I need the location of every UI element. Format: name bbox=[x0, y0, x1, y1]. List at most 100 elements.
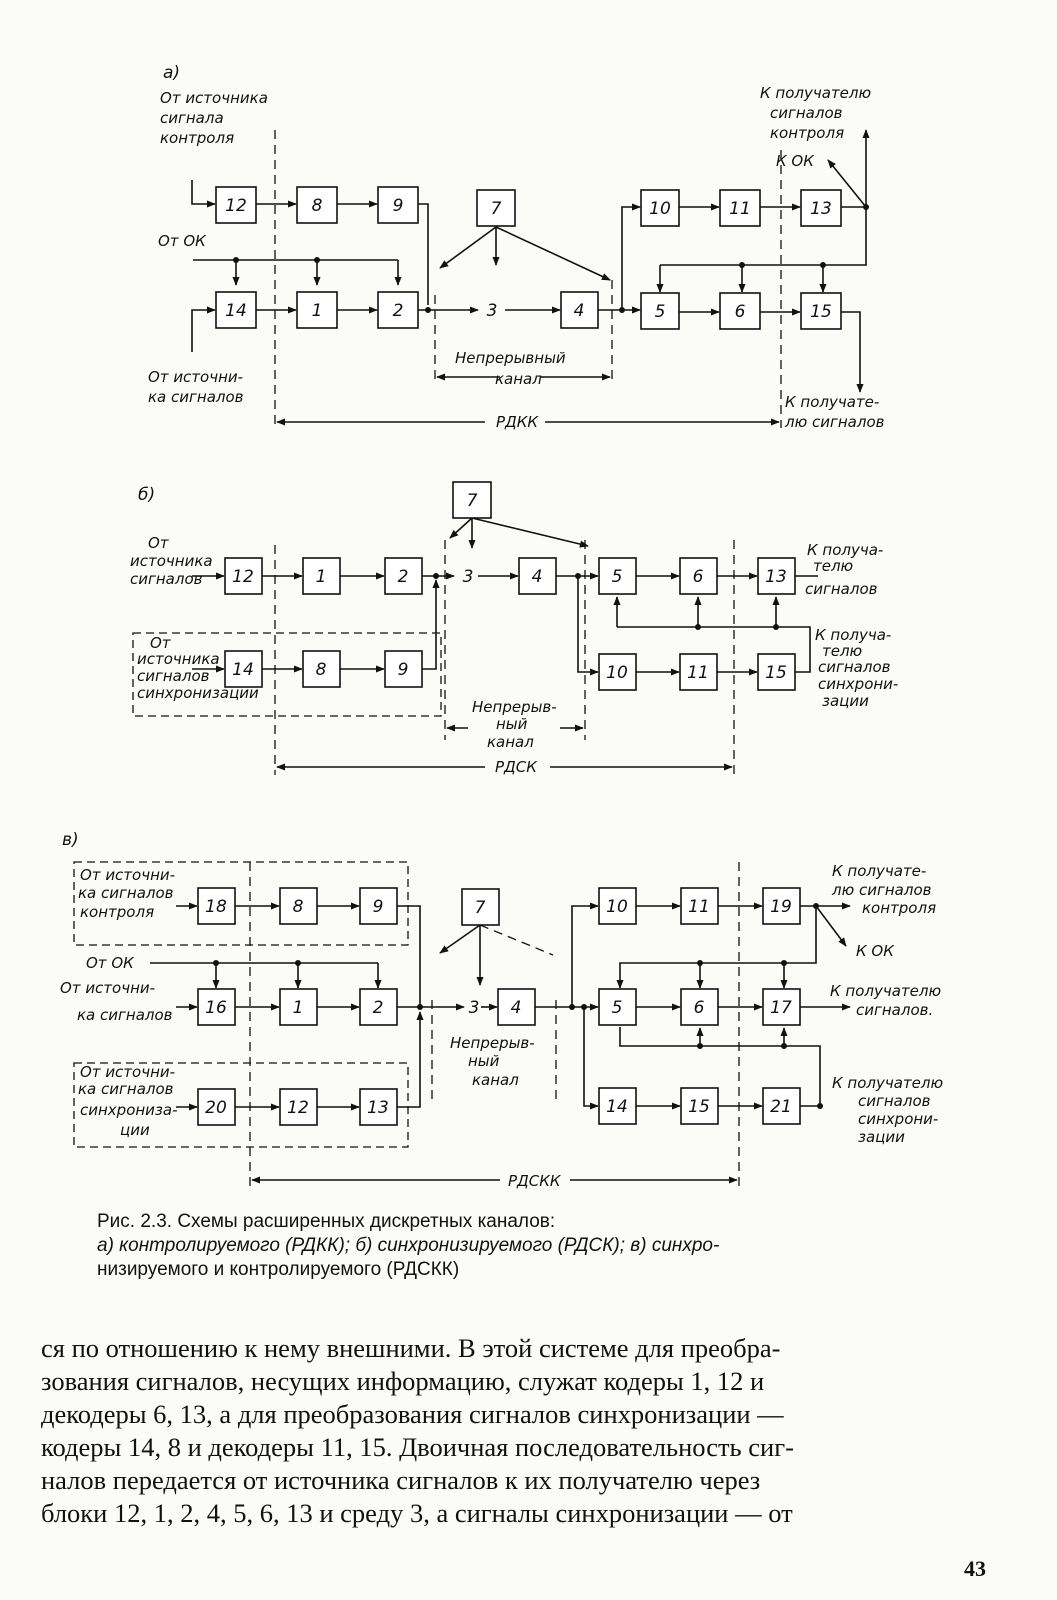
block-21 bbox=[762, 1087, 801, 1125]
svg-text:синхрони-: синхрони- bbox=[818, 675, 898, 693]
svg-text:ный: ный bbox=[496, 715, 528, 733]
channel-label: Непрерыв- bbox=[472, 698, 557, 716]
block-2 bbox=[384, 557, 423, 595]
svg-text:17: 17 bbox=[770, 998, 792, 1018]
svg-text:ка сигналов: ка сигналов bbox=[148, 388, 244, 406]
medium-3: 3 bbox=[469, 998, 480, 1018]
svg-text:контроля: контроля bbox=[80, 903, 154, 921]
block-6 bbox=[679, 557, 718, 595]
source-control-label: От источника bbox=[160, 89, 268, 107]
block-1 bbox=[302, 557, 341, 595]
svg-text:синхронизации: синхронизации bbox=[137, 684, 259, 702]
svg-text:10: 10 bbox=[606, 897, 628, 917]
block-9 bbox=[359, 887, 398, 925]
figure-2-3: а) От источника сигнала контроля От ОК О… bbox=[60, 63, 943, 1190]
svg-text:4: 4 bbox=[574, 301, 585, 321]
svg-text:8: 8 bbox=[293, 897, 304, 917]
source-sync-label: От bbox=[150, 634, 172, 652]
source-signals-label: От bbox=[148, 534, 170, 552]
svg-text:13: 13 bbox=[765, 567, 787, 587]
svg-text:2: 2 bbox=[398, 567, 409, 587]
svg-text:канал: канал bbox=[487, 733, 534, 751]
block-4 bbox=[497, 988, 536, 1026]
svg-text:2: 2 bbox=[373, 998, 384, 1018]
svg-text:синхрони-: синхрони- bbox=[858, 1110, 938, 1128]
svg-text:ка сигналов: ка сигналов bbox=[78, 1080, 174, 1098]
page-number: 43 bbox=[964, 1556, 986, 1581]
block-10 bbox=[640, 189, 680, 227]
svg-text:15: 15 bbox=[810, 302, 832, 322]
block-6 bbox=[719, 292, 761, 330]
block-12 bbox=[215, 186, 257, 224]
to-signals-label: К получателю bbox=[830, 982, 941, 1000]
source-signals-label: От источни- bbox=[148, 368, 243, 386]
block-7 bbox=[476, 189, 516, 227]
block-4 bbox=[518, 557, 557, 595]
svg-text:7: 7 bbox=[467, 491, 478, 511]
block-1 bbox=[279, 988, 318, 1026]
text-line: зования сигналов, несущих информацию, сл… bbox=[41, 1366, 765, 1396]
svg-text:сигнала: сигнала bbox=[160, 109, 224, 127]
svg-text:11: 11 bbox=[688, 897, 710, 917]
channel-label: Непрерывный bbox=[455, 349, 566, 367]
svg-text:1: 1 bbox=[293, 998, 304, 1018]
block-15 bbox=[800, 292, 842, 330]
block-8 bbox=[296, 186, 338, 224]
to-signals-label: К получате- bbox=[785, 393, 879, 411]
block-11 bbox=[679, 653, 718, 691]
block-11 bbox=[680, 887, 719, 925]
block-9 bbox=[377, 186, 419, 224]
diagram-a-label: а) bbox=[163, 63, 180, 83]
svg-text:синхронизa-: синхронизa- bbox=[80, 1101, 178, 1119]
svg-text:6: 6 bbox=[735, 302, 746, 322]
block-7 bbox=[461, 888, 500, 926]
diagram-b-label: б) bbox=[138, 485, 155, 505]
svg-text:13: 13 bbox=[810, 199, 832, 219]
svg-text:9: 9 bbox=[398, 660, 409, 680]
text-line: налов передается от источника сигналов к… bbox=[41, 1465, 761, 1495]
svg-text:10: 10 bbox=[649, 199, 671, 219]
svg-text:9: 9 bbox=[373, 897, 384, 917]
block-15 bbox=[757, 653, 796, 691]
svg-text:сигналов.: сигналов. bbox=[856, 1001, 933, 1019]
svg-text:5: 5 bbox=[612, 998, 623, 1018]
svg-text:сигналов: сигналов bbox=[770, 104, 843, 122]
block-5 bbox=[640, 292, 680, 330]
svg-text:ка сигналов: ка сигналов bbox=[78, 884, 174, 902]
source-control-label: От источни- bbox=[80, 866, 175, 884]
block-14 bbox=[598, 1087, 637, 1125]
svg-text:зации: зации bbox=[858, 1128, 905, 1146]
svg-text:14: 14 bbox=[606, 1097, 628, 1117]
svg-text:сигналов: сигналов bbox=[858, 1092, 931, 1110]
svg-text:телю: телю bbox=[813, 557, 853, 575]
to-sync-label: К получа- bbox=[815, 626, 891, 644]
svg-text:6: 6 bbox=[694, 998, 705, 1018]
to-sync-label: К получателю bbox=[832, 1074, 943, 1092]
svg-text:18: 18 bbox=[205, 897, 227, 917]
body-text: ся по отношению к нему внешними. В этой … bbox=[41, 1332, 991, 1530]
svg-text:12: 12 bbox=[225, 196, 247, 216]
svg-text:лю сигналов: лю сигналов bbox=[784, 413, 885, 431]
medium-3: 3 bbox=[463, 567, 474, 587]
source-sync-label: От источни- bbox=[80, 1063, 175, 1081]
svg-text:телю: телю bbox=[822, 642, 862, 660]
from-ok-label: От ОК bbox=[158, 232, 207, 250]
svg-text:21: 21 bbox=[770, 1097, 792, 1117]
from-ok-label: От ОК bbox=[86, 954, 135, 972]
block-8 bbox=[279, 887, 318, 925]
channel-label: Непрерыв- bbox=[450, 1034, 535, 1052]
diagram-a: а) От источника сигнала контроля От ОК О… bbox=[148, 63, 885, 431]
figure-caption: Рис. 2.3. Схемы расширенных дискретных к… bbox=[97, 1210, 997, 1282]
svg-text:14: 14 bbox=[225, 301, 247, 321]
span-label: РДСК bbox=[495, 758, 538, 776]
text-line: блоки 12, 1, 2, 4, 5, 6, 13 и среду 3, а… bbox=[41, 1498, 793, 1528]
svg-text:8: 8 bbox=[312, 196, 323, 216]
block-4 bbox=[560, 291, 599, 329]
to-ok-label: К ОК bbox=[776, 152, 815, 170]
to-signals-label: К получа- bbox=[807, 541, 883, 559]
block-20 bbox=[197, 1088, 236, 1126]
block-8 bbox=[302, 650, 341, 688]
span-label: РДСКК bbox=[508, 1172, 562, 1190]
diagram-c: в) От источни- ка сигналов контроля От О… bbox=[60, 830, 943, 1190]
diagram-c-label: в) bbox=[62, 830, 79, 850]
